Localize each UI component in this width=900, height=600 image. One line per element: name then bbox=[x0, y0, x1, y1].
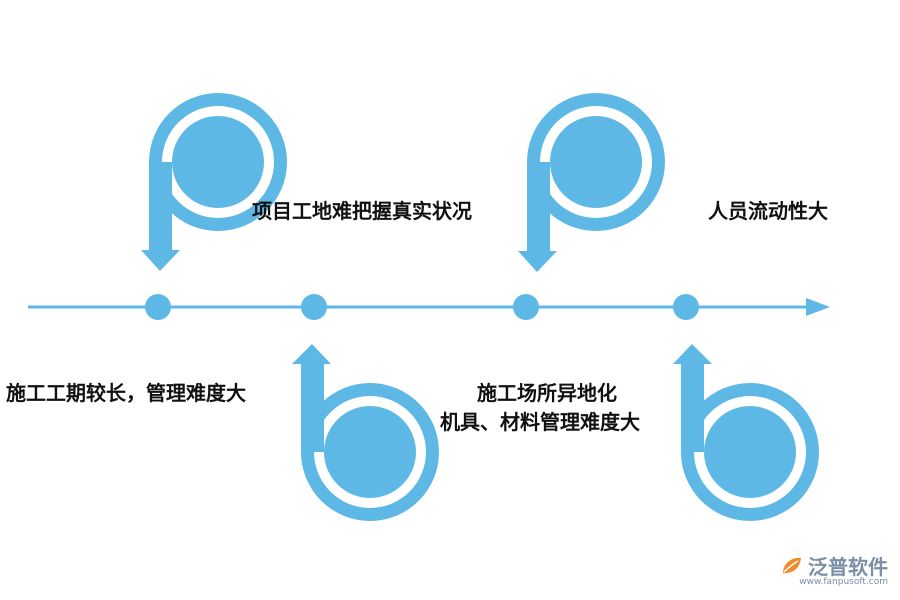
item-3-label-line-2: 机具、材料管理难度大 bbox=[440, 410, 640, 434]
b-shape-1 bbox=[292, 344, 439, 521]
timeline-node-4 bbox=[673, 294, 699, 320]
item-4-label: 人员流动性大 bbox=[708, 199, 828, 223]
b-shape-2 bbox=[673, 344, 819, 521]
logo-url: www.fanpusoft.com bbox=[799, 577, 888, 587]
p-shape-2 bbox=[518, 93, 665, 272]
brand-logo: 泛普软件 www.fanpusoft.com bbox=[780, 551, 888, 587]
timeline-node-2 bbox=[301, 294, 327, 320]
timeline-node-3 bbox=[513, 294, 539, 320]
timeline-arrowhead bbox=[806, 298, 830, 316]
item-3-label-line-1: 施工场所异地化 bbox=[477, 381, 617, 405]
item-2-label: 项目工地难把握真实状况 bbox=[252, 199, 472, 223]
timeline-node-1 bbox=[145, 294, 171, 320]
item-1-label: 施工工期较长，管理难度大 bbox=[6, 381, 246, 405]
logo-leaf-icon bbox=[783, 557, 801, 573]
logo-name: 泛普软件 bbox=[808, 555, 888, 579]
p-shape-1 bbox=[141, 93, 287, 271]
